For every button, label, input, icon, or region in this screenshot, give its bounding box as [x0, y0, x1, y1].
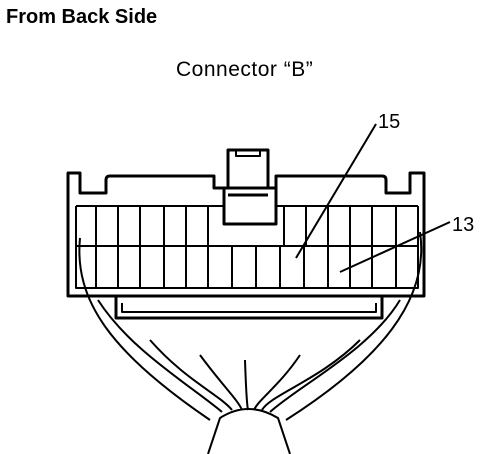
terminal-cavity-frame	[75, 205, 419, 289]
callout-15: 15	[378, 111, 400, 133]
callout-leader-15	[295, 123, 377, 259]
harness-bundle	[207, 408, 291, 454]
bottom-rail	[114, 296, 384, 320]
bottom-rail-inner	[121, 303, 377, 313]
terminal-row-upper	[95, 206, 397, 246]
lock-latch-notch	[235, 150, 261, 157]
page-title: From Back Side	[6, 6, 158, 28]
terminal-row-lower	[95, 246, 397, 288]
callout-leader-13	[339, 221, 451, 273]
connector-housing	[66, 171, 426, 298]
callout-13: 13	[452, 214, 474, 236]
wire-harness	[78, 231, 423, 421]
connector-label: Connector “B”	[176, 58, 314, 81]
